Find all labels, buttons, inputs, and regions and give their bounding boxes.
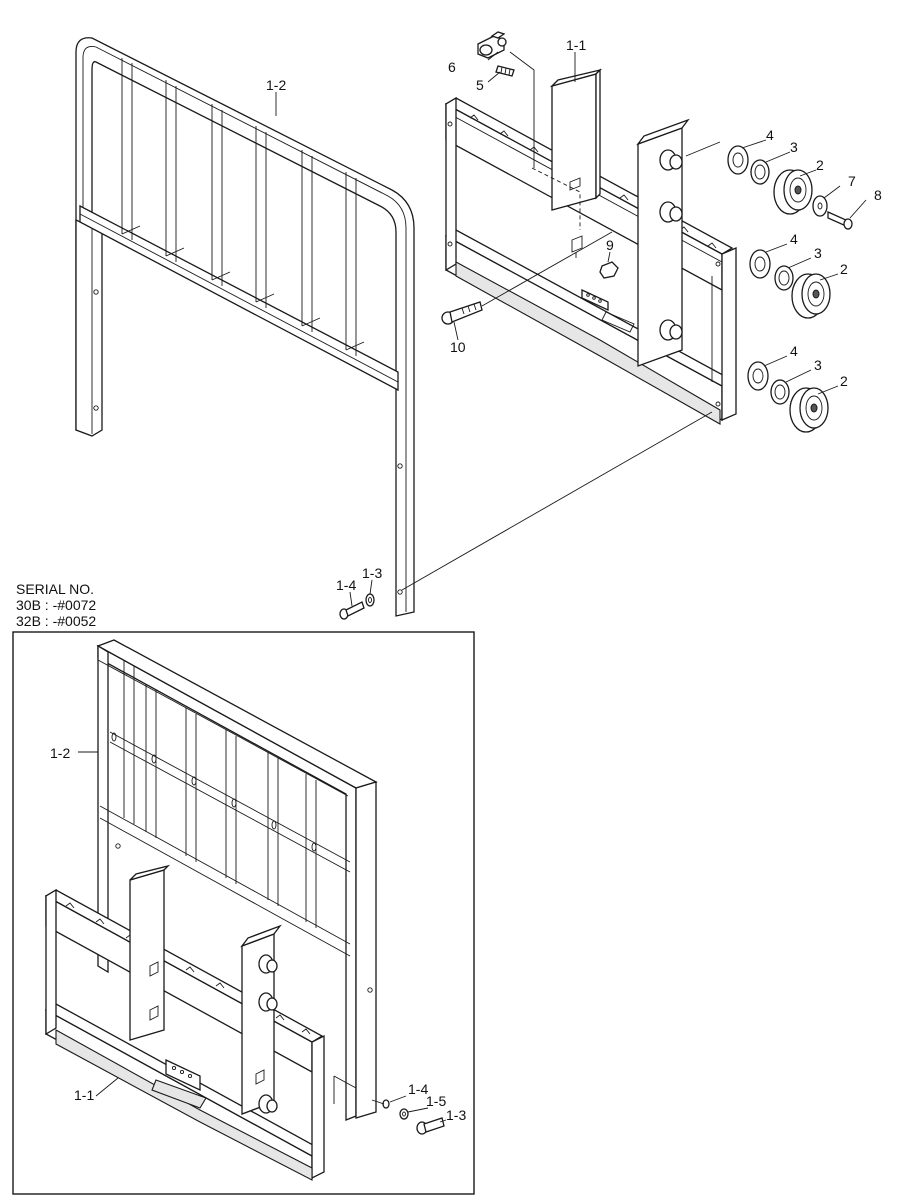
callout-3-top: 3 (790, 139, 798, 155)
callout-4-bot: 4 (790, 343, 798, 359)
callout-4-top: 4 (766, 127, 774, 143)
callout-1-1: 1-1 (566, 37, 586, 53)
carriage-inset (44, 864, 357, 1181)
nut-9 (599, 261, 619, 279)
callout-1-4: 1-4 (336, 577, 356, 593)
inset-washer-1-5 (399, 1108, 409, 1120)
callout-2-bot: 2 (840, 373, 848, 389)
serial-30b: 30B : -#0072 (16, 597, 96, 613)
inset-callout-1-5: 1-5 (426, 1093, 446, 1109)
inset-callout-1-2: 1-2 (50, 745, 70, 761)
load-backrest-inset (96, 639, 378, 1121)
serial-heading: SERIAL NO. (16, 581, 94, 597)
bolt-5 (495, 65, 515, 77)
backrest-washer-1-3 (365, 593, 375, 607)
grease-fitting-6 (477, 31, 507, 59)
callout-2-mid: 2 (840, 261, 848, 277)
inset-callouts: 1-2 1-1 1-4 1-5 1-3 (50, 745, 466, 1123)
inset-callout-1-1: 1-1 (74, 1087, 94, 1103)
inset-frame (12, 631, 475, 1195)
callout-8: 8 (874, 187, 882, 203)
load-backrest-main (75, 37, 415, 617)
callout-4-mid: 4 (790, 231, 798, 247)
callout-10: 10 (450, 339, 466, 355)
callout-3-mid: 3 (814, 245, 822, 261)
rollers-stack-top (727, 145, 853, 230)
inset-callout-1-3: 1-3 (446, 1107, 466, 1123)
callout-2-top: 2 (816, 157, 824, 173)
callout-3-bot: 3 (814, 357, 822, 373)
inset-callout-1-4: 1-4 (408, 1081, 428, 1097)
rollers-stack-middle (749, 249, 831, 319)
serial-note: SERIAL NO. 30B : -#0072 32B : -#0052 (16, 581, 96, 629)
callout-7: 7 (848, 173, 856, 189)
rollers-stack-bottom (747, 361, 829, 433)
bolt-10 (441, 301, 483, 325)
callout-1-2: 1-2 (266, 77, 286, 93)
backrest-bolt-1-4 (339, 601, 365, 620)
callout-9: 9 (606, 237, 614, 253)
carriage-main (444, 68, 737, 425)
main-callouts: 1-2 1-1 6 5 4 3 2 7 8 4 3 2 9 10 4 3 2 1… (266, 37, 882, 593)
callout-5: 5 (476, 77, 484, 93)
serial-32b: 32B : -#0052 (16, 613, 96, 629)
callout-6: 6 (448, 59, 456, 75)
inset-bolt-1-3 (416, 1117, 445, 1135)
callout-1-3: 1-3 (362, 565, 382, 581)
